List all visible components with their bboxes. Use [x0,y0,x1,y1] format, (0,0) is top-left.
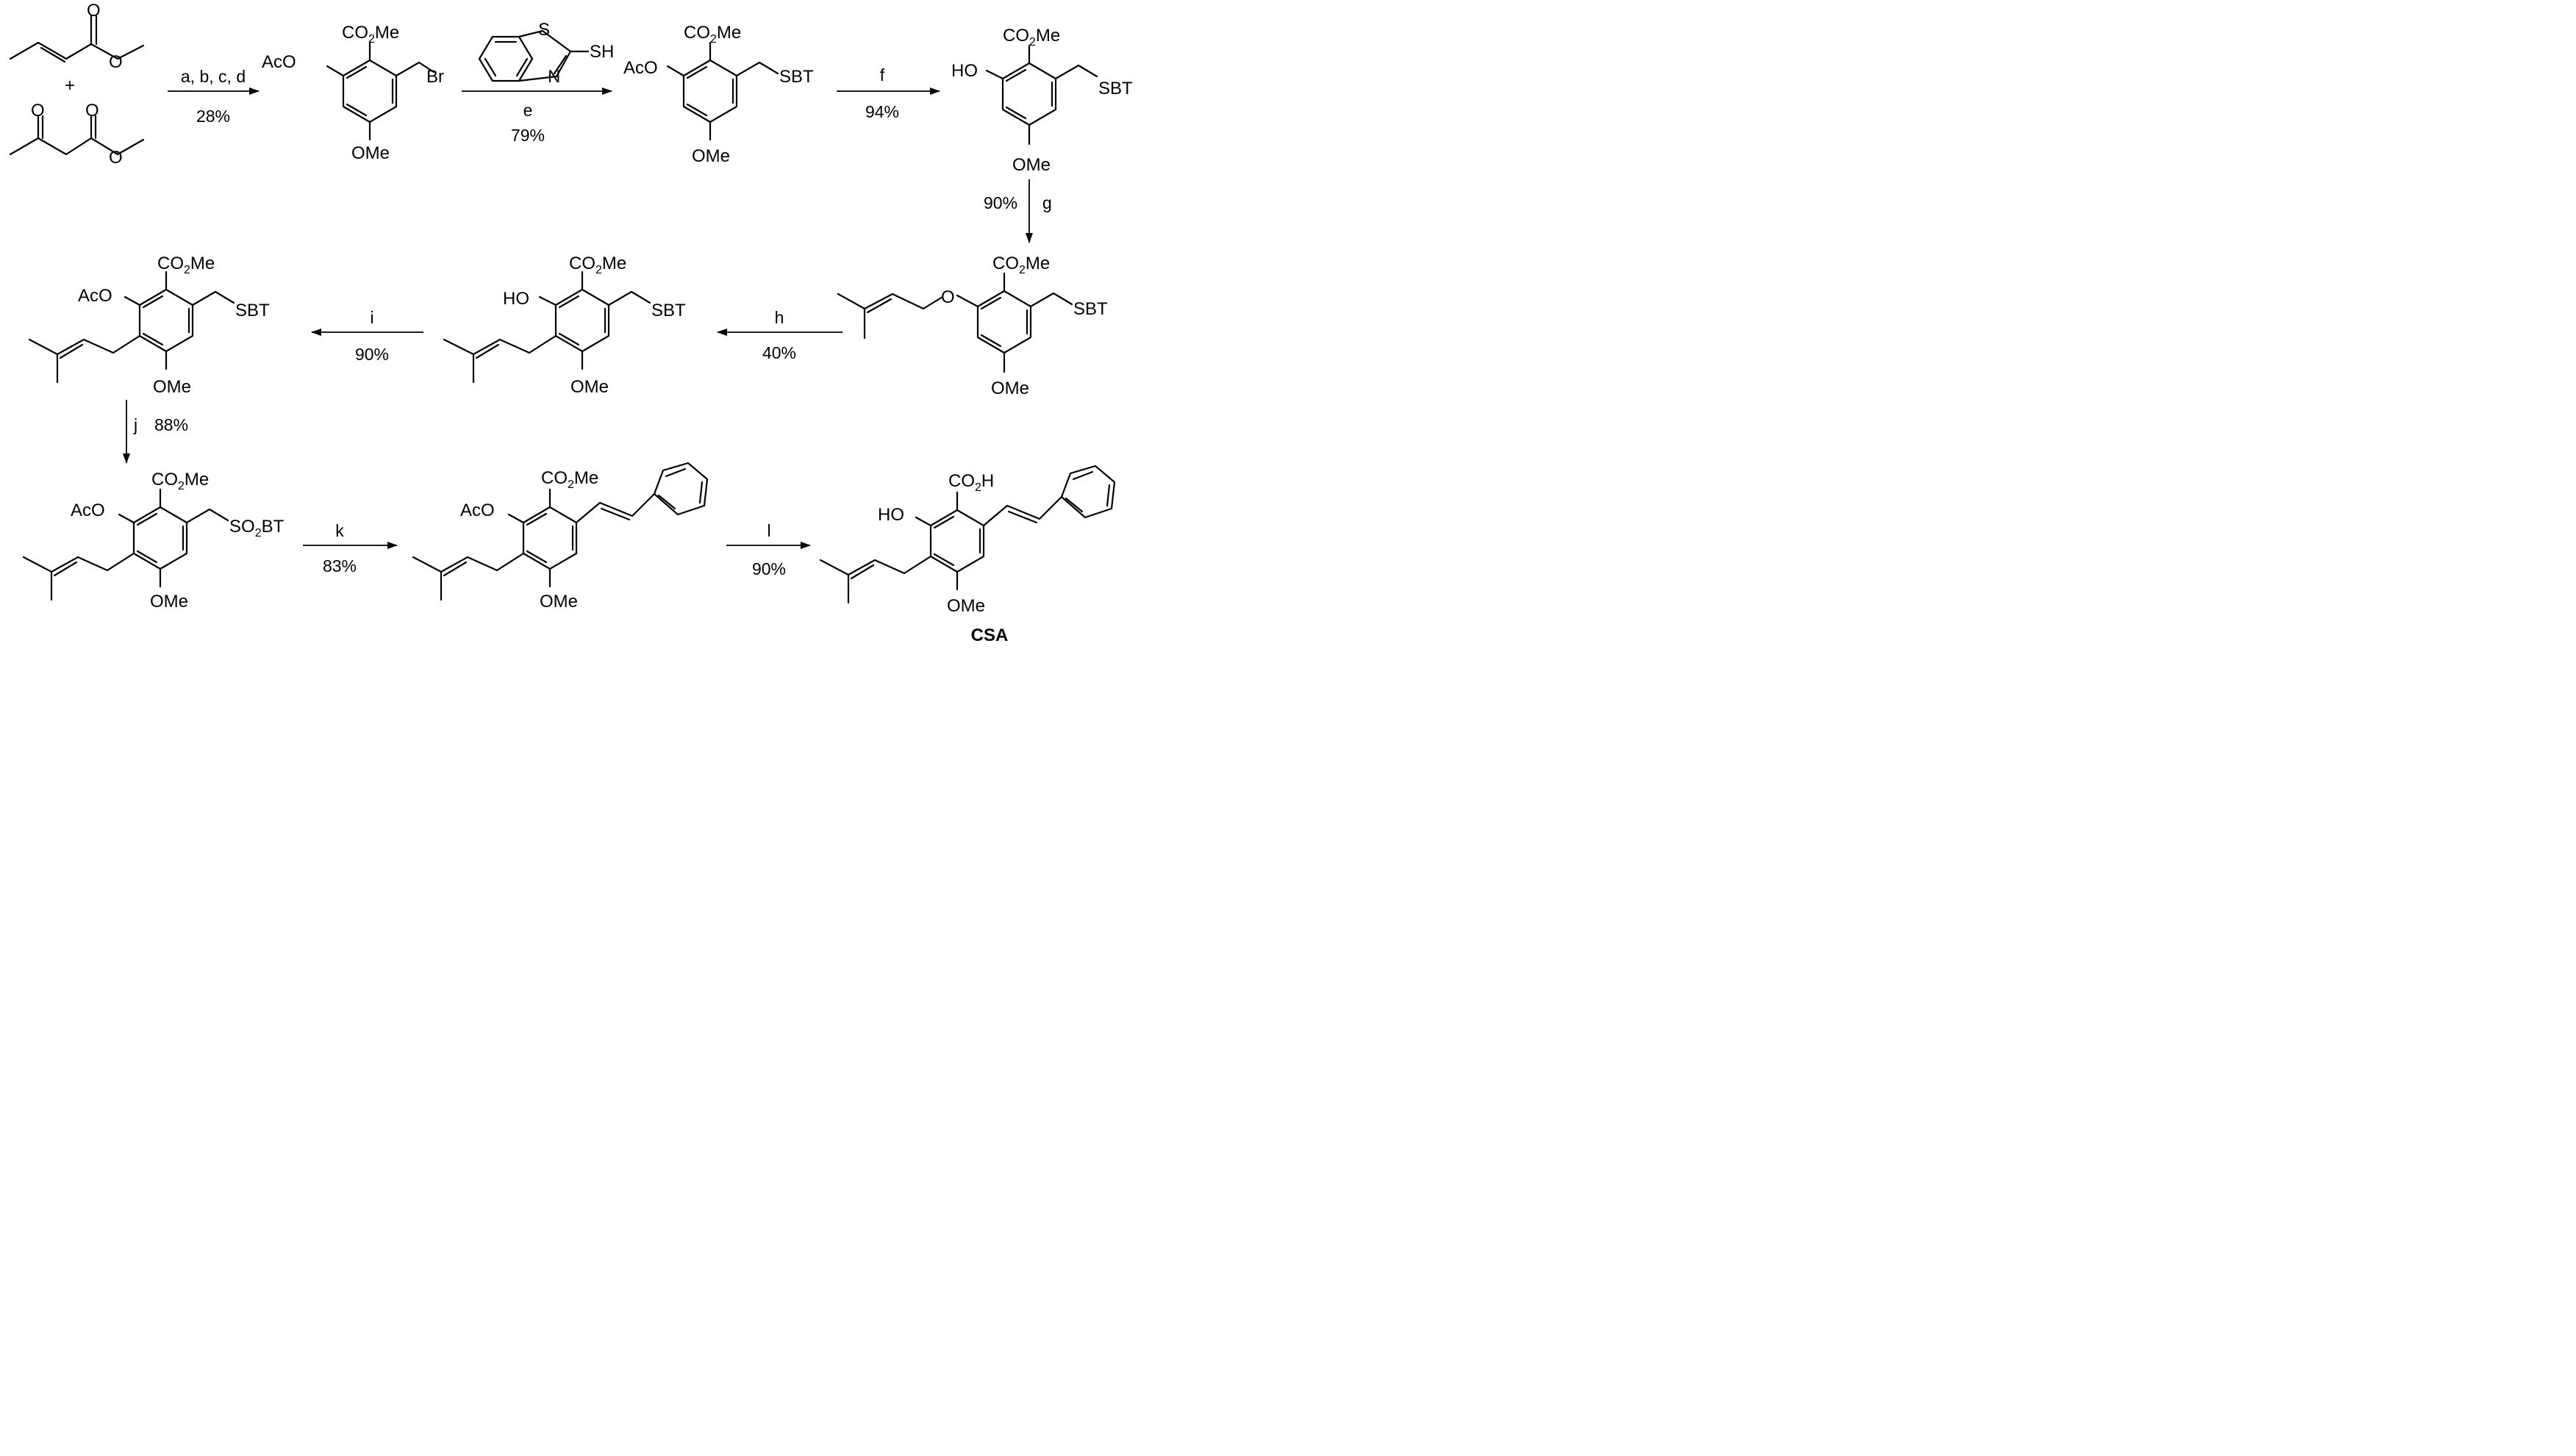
thiazole-n-label: N [548,67,560,87]
step-abcd-yield: 28% [196,107,230,126]
acetoacetate-ketone-o: O [31,101,45,121]
step-j-yield: 88% [154,415,188,434]
step-k-reagents: k [335,521,344,540]
ether-o-label: O [941,287,955,307]
acetoacetate-carbonyl-o: O [85,101,99,121]
crotonate-ester-o: O [109,52,123,72]
sbt-label: SBT [1098,79,1133,98]
ome-label: OMe [570,377,609,397]
compound-prenyl-acetate-sbt: CO2Me AcO SBT OMe [28,254,270,397]
methyl-crotonate: O O [9,1,145,72]
ome-label: OMe [991,379,1029,398]
step-abcd-reagents: a, b, c, d [181,67,246,86]
synthesis-scheme: O O + O O O a, b, c, d 28% CO2Me AcO Br … [9,1,1133,645]
co2me-label: CO2Me [342,23,399,46]
ome-label: OMe [540,592,578,612]
compound-phenol-sbt: CO2Me HO SBT OMe [951,26,1133,175]
co2me-label: CO2Me [684,23,741,46]
compound-prenyl-ether: CO2Me O SBT OMe [837,254,1108,398]
ho-label: HO [951,61,978,81]
so2bt-label: SO2BT [229,517,285,539]
co2me-label: CO2Me [1003,26,1060,49]
plus-sign: + [65,76,75,96]
br-label: Br [426,67,444,87]
sh-label: SH [590,42,614,62]
sbt-label: SBT [1073,299,1108,319]
ome-label: OMe [947,596,985,616]
step-l-reagents: l [767,521,770,540]
aco-label: AcO [262,52,296,72]
thiazole-s-label: S [538,20,550,40]
compound-stilbene-acetate: CO2Me AcO OMe [412,462,709,612]
step-k-yield: 83% [323,556,357,575]
step-e-yield: 79% [511,126,545,145]
step-l-yield: 90% [752,559,786,578]
mercaptobenzothiazole-reagent: S N SH [478,20,614,87]
acetoacetate-ester-o: O [109,148,123,168]
crotonate-carbonyl-o: O [87,1,101,21]
step-i-yield: 90% [355,345,389,364]
co2me-label: CO2Me [541,468,598,491]
step-j-reagents: j [133,415,137,434]
co2me-label: CO2Me [151,470,209,492]
step-f-reagents: f [880,65,885,85]
ome-label: OMe [1012,155,1051,175]
compound-sulfone: CO2Me AcO SO2BT OMe [22,470,285,612]
compound-benzyl-bromide: CO2Me AcO Br OMe [262,23,444,163]
co2me-label: CO2Me [992,254,1050,276]
ome-label: OMe [150,592,188,612]
aco-label: AcO [460,501,495,520]
ho-label: HO [503,289,529,309]
compound-name-csa: CSA [971,625,1009,645]
sbt-label: SBT [651,301,686,320]
aco-label: AcO [71,501,105,520]
aco-label: AcO [623,58,658,78]
sbt-label: SBT [235,301,270,320]
step-g-reagents: g [1042,193,1052,212]
step-i-reagents: i [370,308,373,327]
compound-acetoxy-sbt: CO2Me AcO SBT OMe [623,23,814,166]
methyl-acetoacetate: O O O [9,101,145,168]
step-e-reagents: e [523,101,533,120]
aco-label: AcO [78,286,112,306]
ome-label: OMe [153,377,191,397]
sbt-label: SBT [779,67,814,87]
co2h-label: CO2H [948,471,994,494]
ho-label: HO [878,505,904,525]
ome-label: OMe [351,143,390,163]
co2me-label: CO2Me [157,254,215,276]
step-h-yield: 40% [762,343,796,362]
step-g-yield: 90% [984,193,1017,212]
ome-label: OMe [692,146,730,166]
compound-prenyl-phenol-sbt: CO2Me HO SBT OMe [443,254,686,397]
co2me-label: CO2Me [569,254,626,276]
step-f-yield: 94% [865,102,899,121]
step-h-reagents: h [775,308,784,327]
compound-csa: CO2H HO OMe CSA [819,465,1116,645]
